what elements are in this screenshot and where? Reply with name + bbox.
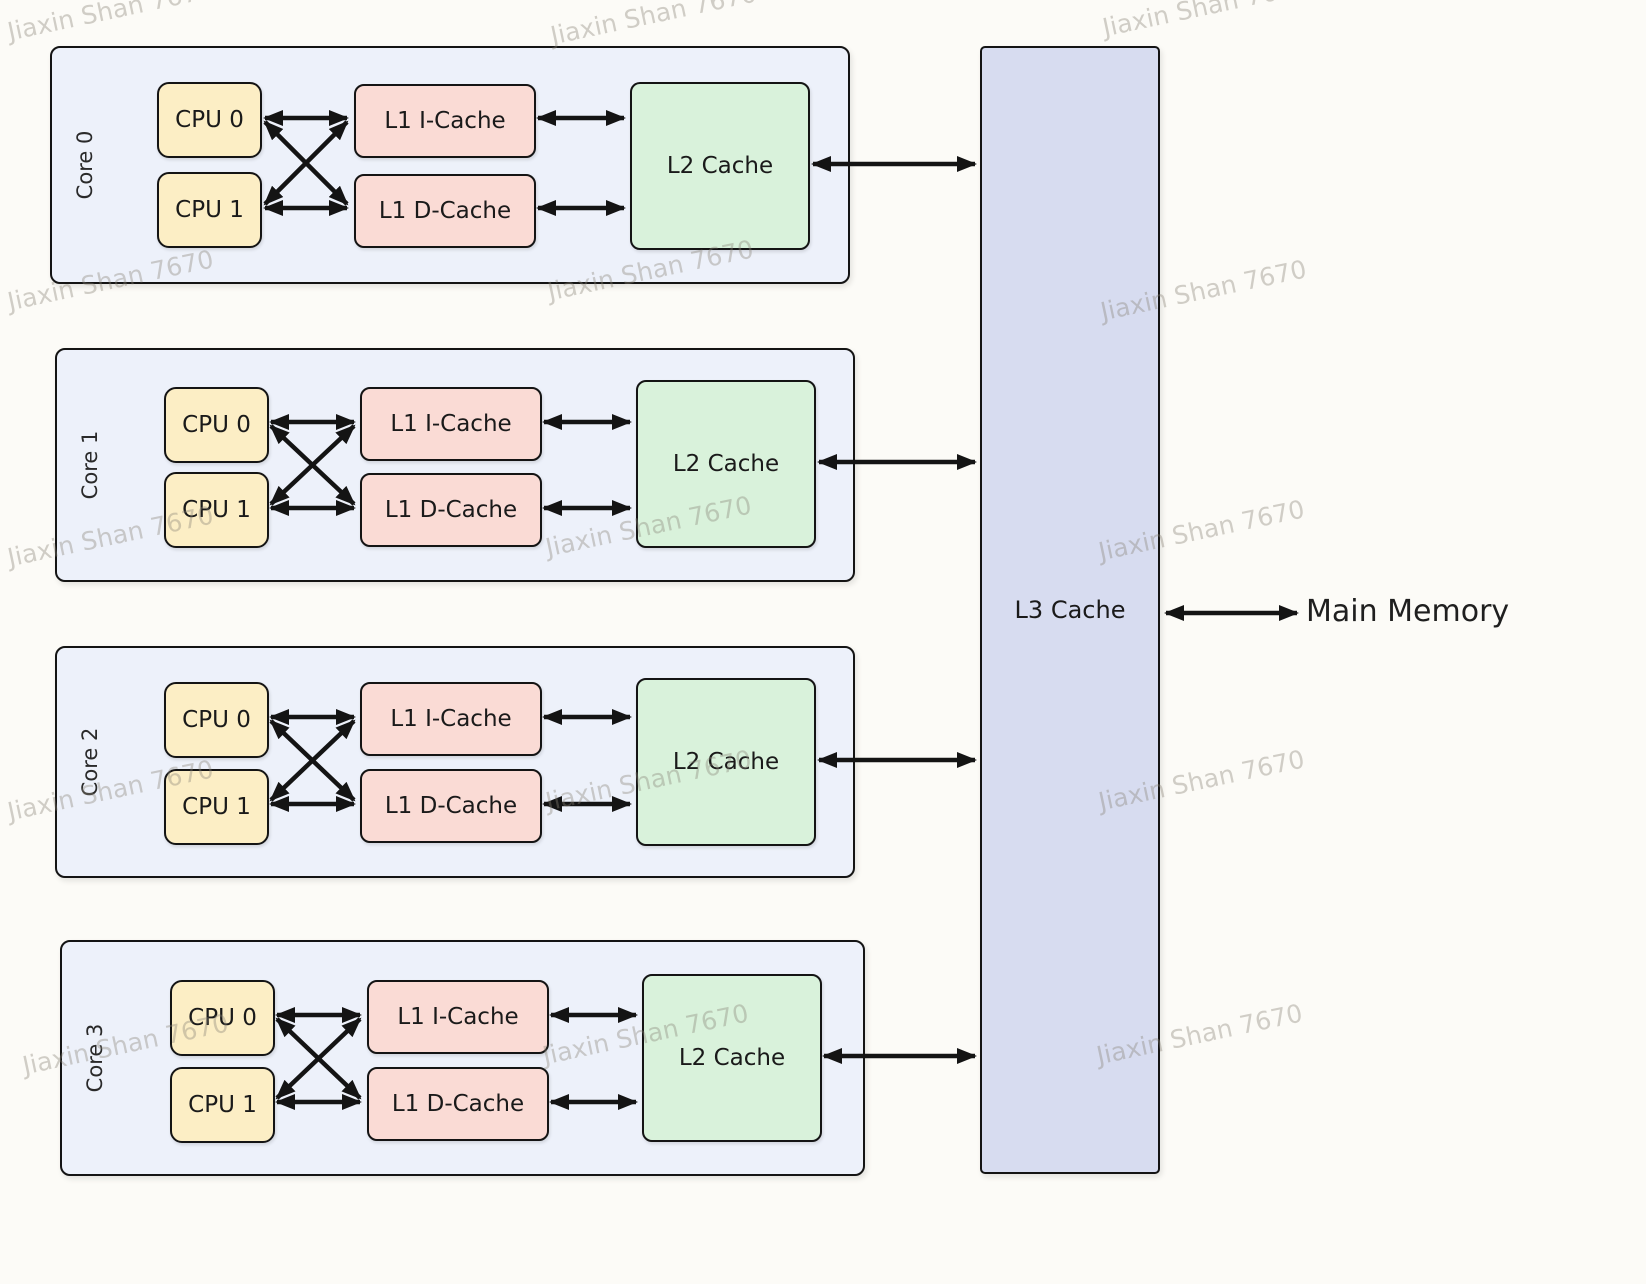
core-0-l1-dcache: L1 D-Cache — [354, 174, 536, 248]
core-0-l1-icache: L1 I-Cache — [354, 84, 536, 158]
core-1-l1-dcache: L1 D-Cache — [360, 473, 542, 547]
core-0-cpu-0: CPU 0 — [157, 82, 262, 158]
core-1-l1-icache: L1 I-Cache — [360, 387, 542, 461]
core-3-label: Core 3 — [83, 1023, 107, 1093]
core-1-label: Core 1 — [78, 430, 102, 500]
core-3-cpu-0: CPU 0 — [170, 980, 275, 1056]
core-1-block: Core 1 CPU 0 CPU 1 L1 I-Cache L1 D-Cache… — [55, 348, 855, 582]
core-1-cpu-1: CPU 1 — [164, 472, 269, 548]
core-2-l1-dcache: L1 D-Cache — [360, 769, 542, 843]
l3-cache-block: L3 Cache — [980, 46, 1160, 1174]
core-2-label: Core 2 — [78, 727, 102, 797]
core-3-l1-icache: L1 I-Cache — [367, 980, 549, 1054]
core-2-block: Core 2 CPU 0 CPU 1 L1 I-Cache L1 D-Cache… — [55, 646, 855, 878]
watermark: Jiaxin Shan 7670 — [1100, 0, 1312, 43]
core-2-l1-icache: L1 I-Cache — [360, 682, 542, 756]
core-2-cpu-1: CPU 1 — [164, 769, 269, 845]
core-3-block: Core 3 CPU 0 CPU 1 L1 I-Cache L1 D-Cache… — [60, 940, 865, 1176]
core-3-l2-cache: L2 Cache — [642, 974, 822, 1142]
main-memory-label: Main Memory — [1306, 594, 1510, 629]
l3-cache-label: L3 Cache — [1014, 596, 1126, 624]
core-1-cpu-0: CPU 0 — [164, 387, 269, 463]
core-3-cpu-1: CPU 1 — [170, 1067, 275, 1143]
core-3-l1-dcache: L1 D-Cache — [367, 1067, 549, 1141]
core-0-block: Core 0 CPU 0 CPU 1 L1 I-Cache L1 D-Cache… — [50, 46, 850, 284]
watermark: Jiaxin Shan 7670 — [5, 0, 217, 47]
core-0-label: Core 0 — [73, 130, 97, 200]
core-1-l2-cache: L2 Cache — [636, 380, 816, 548]
core-2-l2-cache: L2 Cache — [636, 678, 816, 846]
core-2-cpu-0: CPU 0 — [164, 682, 269, 758]
core-0-cpu-1: CPU 1 — [157, 172, 262, 248]
watermark: Jiaxin Shan 7670 — [548, 0, 760, 51]
core-0-l2-cache: L2 Cache — [630, 82, 810, 250]
